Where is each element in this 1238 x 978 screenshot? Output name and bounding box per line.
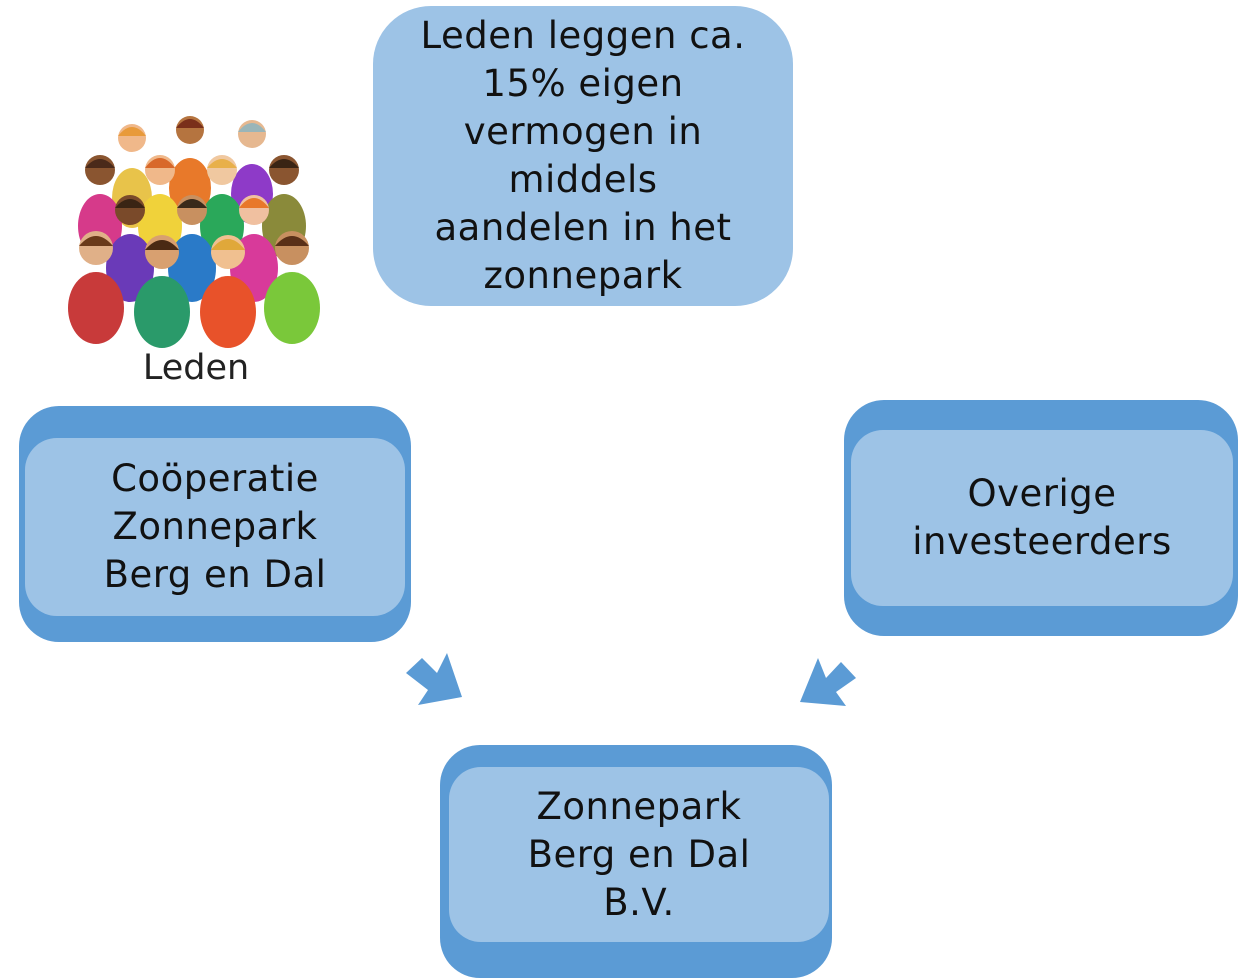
cooperatie-node-inner: Coöperatie Zonnepark Berg en Dal — [25, 438, 405, 616]
equity-bubble-text: Leden leggen ca. 15% eigen vermogen in m… — [420, 14, 746, 297]
overige-investeerders-node-inner: Overige investeerders — [851, 430, 1233, 606]
leden-label: Leden — [142, 348, 250, 388]
person-figure — [106, 195, 154, 302]
arrow-down-right-icon — [406, 653, 462, 705]
arrow-down-left-icon — [800, 658, 856, 706]
zonnepark-bv-node-text: Zonnepark Berg en Dal B.V. — [527, 784, 751, 924]
people-crowd-icon — [68, 116, 320, 348]
cooperatie-node: Coöperatie Zonnepark Berg en Dal — [19, 406, 411, 642]
person-figure — [200, 235, 256, 348]
overige-investeerders-node-text: Overige investeerders — [912, 472, 1172, 563]
overige-investeerders-node: Overige investeerders — [844, 400, 1238, 636]
person-figure — [134, 235, 190, 348]
cooperatie-node-text: Coöperatie Zonnepark Berg en Dal — [103, 457, 327, 596]
person-figure — [264, 231, 320, 344]
person-figure — [68, 231, 124, 344]
zonnepark-bv-node: Zonnepark Berg en Dal B.V. — [440, 745, 832, 978]
equity-bubble: Leden leggen ca. 15% eigen vermogen in m… — [373, 6, 793, 306]
zonnepark-bv-node-inner: Zonnepark Berg en Dal B.V. — [449, 767, 829, 942]
